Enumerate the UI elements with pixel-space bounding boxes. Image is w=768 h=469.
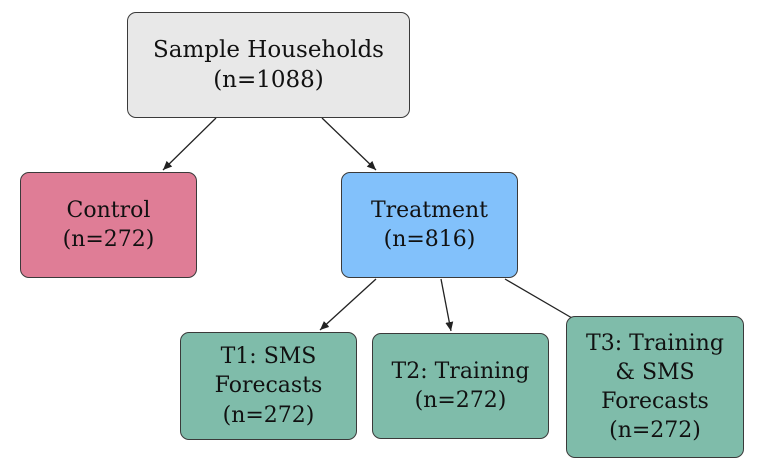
node-t1-line1: T1: SMS (220, 344, 317, 370)
edge-root-to-control (162, 117, 217, 171)
node-t1-sms-forecasts: T1: SMS Forecasts (n=272) (180, 332, 357, 440)
edge-root-to-treatment (321, 117, 377, 171)
node-t3-line2: & SMS (615, 359, 695, 385)
node-t1-count: (n=272) (222, 402, 315, 428)
node-control: Control (n=272) (20, 172, 197, 278)
node-treatment-title: Treatment (370, 197, 489, 223)
node-treatment: Treatment (n=816) (341, 172, 518, 278)
node-sample-households-title: Sample Households (153, 36, 384, 63)
edge-treatment-to-t2 (440, 278, 454, 332)
edge-treatment-to-t1 (319, 278, 377, 331)
node-t3-line3: Forecasts (601, 389, 709, 414)
node-control-title: Control (66, 197, 151, 223)
node-t2-count: (n=272) (414, 388, 507, 413)
node-t2-training: T2: Training (n=272) (372, 333, 549, 439)
node-treatment-count: (n=816) (383, 227, 476, 252)
node-t3-count: (n=272) (609, 418, 701, 444)
node-t3-training-sms-forecasts: T3: Training & SMS Forecasts (n=272) (566, 316, 744, 458)
node-sample-households: Sample Households (n=1088) (127, 12, 410, 118)
node-sample-households-count: (n=1088) (213, 67, 324, 93)
node-t2-title: T2: Training (391, 358, 530, 384)
node-t1-line2: Forecasts (214, 373, 323, 399)
node-control-count: (n=272) (62, 227, 155, 252)
node-t3-line1: T3: Training (586, 330, 724, 356)
